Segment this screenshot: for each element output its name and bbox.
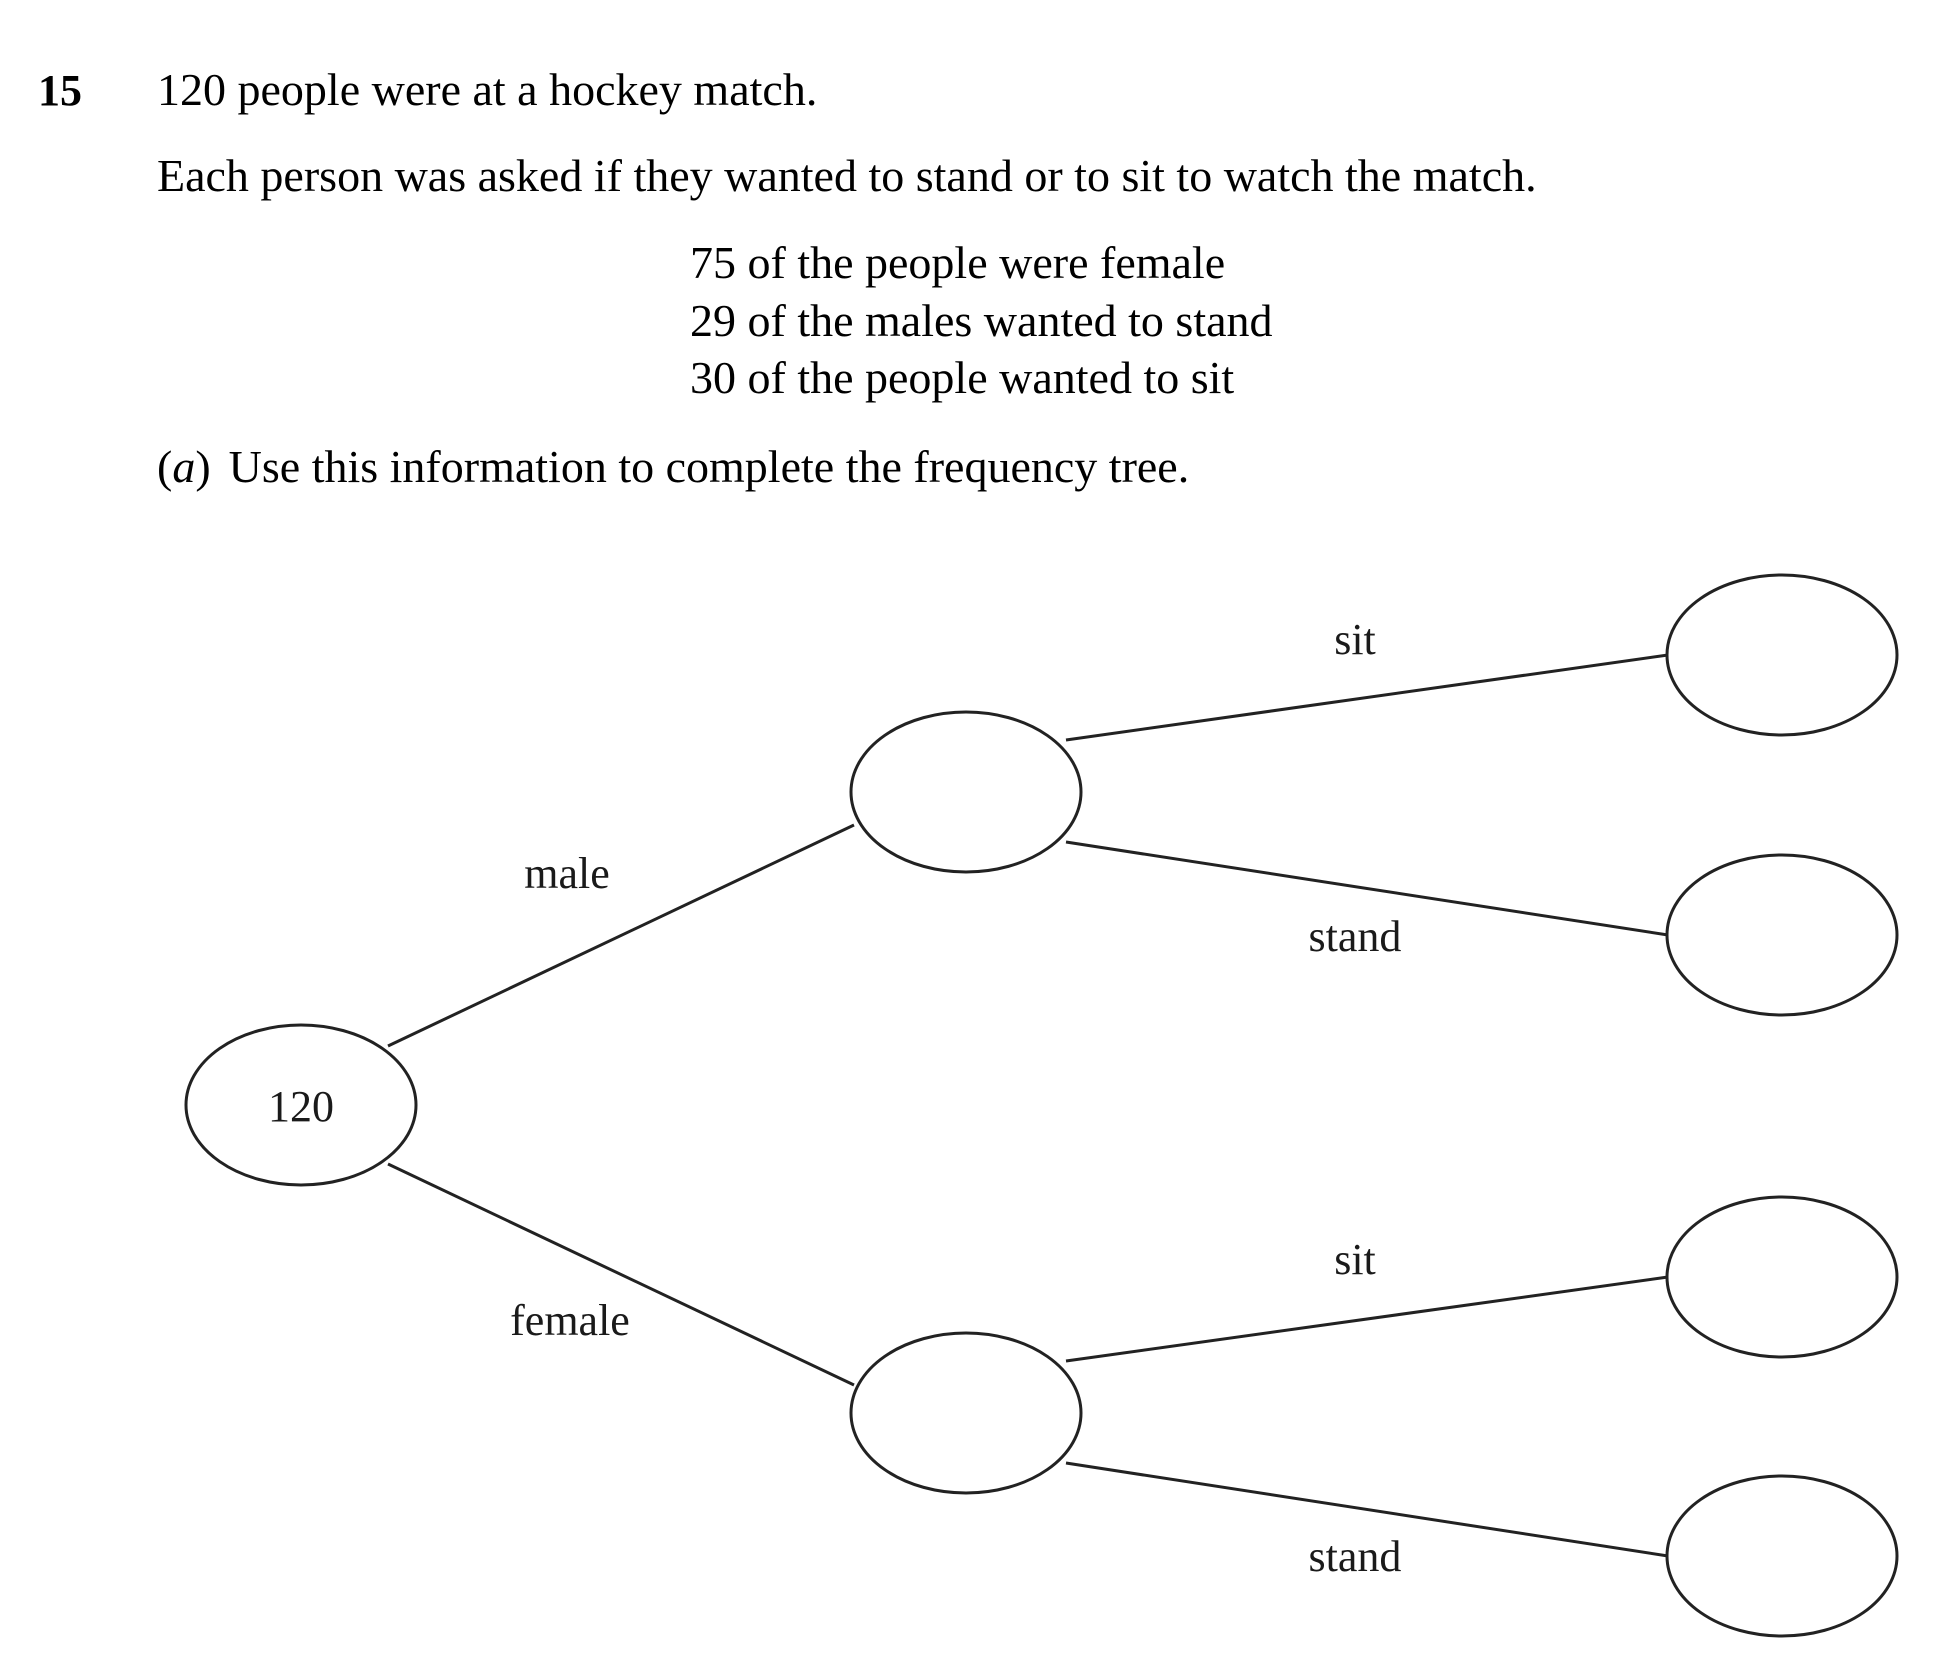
branch-male-sit: [1065, 653, 1669, 742]
root-value: 120: [268, 1082, 334, 1131]
branch-male-stand: [1065, 840, 1669, 937]
label-female-stand: stand: [1309, 1532, 1402, 1581]
branch-male: [387, 823, 855, 1048]
female-stand-node[interactable]: [1665, 1474, 1899, 1638]
question-intro: 120 people were at a hockey match.: [157, 64, 818, 115]
part-letter: a: [172, 441, 196, 492]
branch-female-sit: [1065, 1275, 1669, 1363]
question-number: 15: [38, 66, 82, 115]
part-text: Use this information to complete the fre…: [228, 441, 1190, 492]
female-node[interactable]: [849, 1331, 1083, 1495]
male-sit-node[interactable]: [1665, 573, 1899, 737]
fact-female-count: 75 of the people were female: [690, 237, 1226, 288]
label-female: female: [510, 1296, 630, 1345]
male-stand-node[interactable]: [1665, 853, 1899, 1017]
branch-female-stand: [1065, 1461, 1669, 1558]
fact-males-stand: 29 of the males wanted to stand: [690, 295, 1273, 346]
label-male: male: [524, 849, 610, 898]
male-node[interactable]: [849, 710, 1083, 874]
question-context: Each person was asked if they wanted to …: [157, 150, 1537, 201]
female-sit-node[interactable]: [1665, 1195, 1899, 1359]
branch-female: [387, 1162, 855, 1387]
part-a-instruction: (a)Use this information to complete the …: [157, 441, 1190, 492]
fact-people-sit: 30 of the people wanted to sit: [690, 352, 1235, 403]
label-male-stand: stand: [1309, 912, 1402, 961]
label-female-sit: sit: [1334, 1235, 1376, 1284]
root-node: [184, 1023, 418, 1187]
label-male-sit: sit: [1334, 615, 1376, 664]
